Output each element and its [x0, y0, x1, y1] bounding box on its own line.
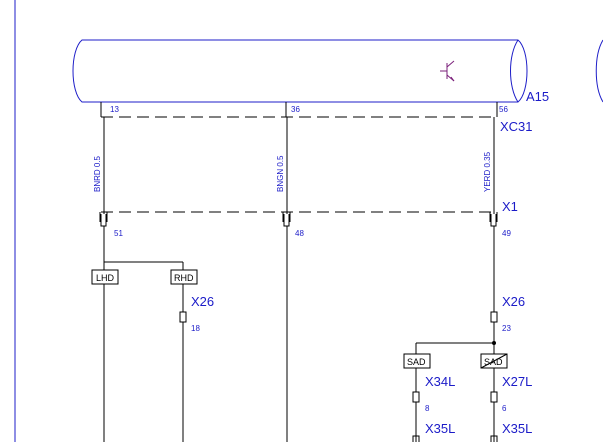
- connector-x27l-label: X27L: [502, 374, 532, 389]
- pin-label-18: 18: [191, 324, 200, 333]
- connector-x26-left-label: X26: [191, 294, 214, 309]
- connector-x26-right-pin: [490, 311, 498, 323]
- connector-x1-pin-51: [99, 212, 108, 227]
- connector-x35l-left-label: X35L: [425, 421, 455, 436]
- pin-label-48: 48: [295, 229, 304, 238]
- module-a15-label: A15: [526, 89, 549, 104]
- connector-x26-left-pin: [179, 311, 187, 323]
- option-label-lhd: LHD: [96, 273, 115, 283]
- module-a15-edge-curve: [510, 39, 519, 103]
- connector-x35l-right-label: X35L: [502, 421, 532, 436]
- connector-x35l-left-pin: [412, 435, 420, 442]
- pin-label-36: 36: [291, 105, 300, 114]
- wire-code-bngn: BNGN 0.5: [276, 155, 285, 192]
- pin-label-23: 23: [502, 324, 511, 333]
- pin-label-6: 6: [502, 404, 507, 413]
- option-label-sad-left: SAD: [407, 357, 426, 367]
- connector-x34l-pin: [412, 391, 420, 403]
- connector-x1-pin-48: [282, 212, 291, 227]
- connector-x26-right-label: X26: [502, 294, 525, 309]
- option-label-rhd: RHD: [174, 273, 194, 283]
- connector-x35l-right-pin: [490, 435, 498, 442]
- option-box-rhd: [170, 269, 198, 285]
- junction-dot: [492, 341, 496, 345]
- pin-label-8: 8: [425, 404, 430, 413]
- connector-x27l-pin: [490, 391, 498, 403]
- pin-label-51: 51: [114, 229, 123, 238]
- transistor-icon: [440, 60, 455, 82]
- pin-label-49: 49: [502, 229, 511, 238]
- connector-x34l-label: X34L: [425, 374, 455, 389]
- connector-x1-label: X1: [502, 199, 518, 214]
- wire-code-yerd: YERD 0.35: [483, 151, 492, 192]
- sad-right-strike: [480, 353, 508, 369]
- option-box-sad-left: [403, 353, 431, 369]
- pin-label-13: 13: [110, 105, 119, 114]
- option-label-sad-right: SAD: [484, 357, 503, 367]
- wire-code-bnrd: BNRD 0.5: [93, 155, 102, 192]
- pin-label-56: 56: [499, 105, 508, 114]
- connector-xc31-label: XC31: [500, 119, 533, 134]
- connector-x1-pin-49: [489, 212, 498, 227]
- option-box-lhd: [91, 269, 119, 285]
- module-a15-housing: [72, 39, 528, 103]
- neighbor-module-housing: [595, 39, 603, 103]
